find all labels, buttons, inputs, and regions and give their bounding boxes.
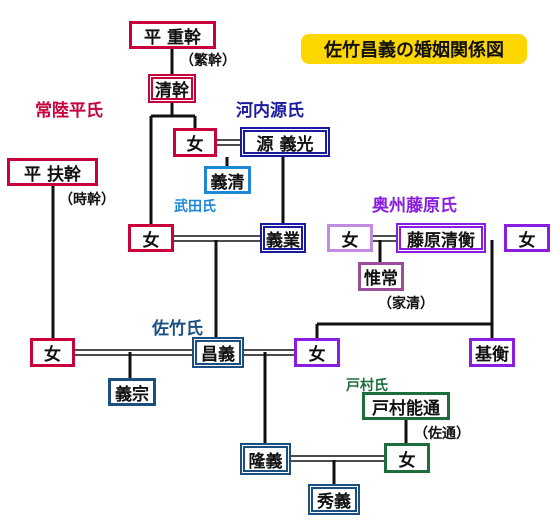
person-yoshimune: 義宗: [108, 378, 156, 406]
clan-label-satake: 佐竹氏: [152, 319, 203, 339]
clan-label-kawachi-genji: 河内源氏: [236, 101, 304, 121]
person-mochimoto-daughter: 女: [30, 338, 75, 367]
person-yoshinari-daughter: 女: [327, 224, 373, 252]
person-motohira: 基衡: [469, 338, 515, 367]
note-shigemoto: （繁幹）: [180, 53, 236, 69]
person-yoshikiyo: 義清: [204, 166, 251, 194]
person-kiyohira-daughter: 女: [504, 224, 550, 252]
clan-label-oshu-fujiwara: 奥州藤原氏: [372, 196, 457, 216]
person-hideyoshi: 秀義: [308, 484, 360, 515]
person-taira-mochimoto: 平 扶幹: [7, 158, 98, 186]
clan-label-takeda: 武田氏: [174, 199, 216, 215]
person-takayoshi: 隆義: [240, 443, 291, 475]
clan-label-tomura: 戸村氏: [346, 378, 388, 394]
note-korenobu: （家清）: [378, 296, 434, 312]
person-fujiwara-kiyohira: 藤原清衡: [396, 223, 486, 253]
person-yoshinari: 義業: [260, 223, 306, 253]
diagram-title: 佐竹昌義の婚姻関係図: [301, 34, 527, 64]
person-kiyomoto: 清幹: [148, 74, 196, 103]
person-tomura-daughter: 女: [384, 443, 430, 473]
marriage-lines: [75, 139, 396, 462]
descent-lines: [51, 49, 494, 484]
person-tomura-yoshimichi: 戸村能通: [362, 392, 450, 420]
person-kiyohira-other-daughter: 女: [294, 338, 340, 367]
person-taira-shigemoto: 平 重幹: [129, 21, 216, 49]
note-yoshimichi: （佐通）: [414, 426, 470, 442]
note-mochimoto: （時幹）: [59, 192, 115, 208]
clan-label-hitachi-taira: 常陸平氏: [35, 101, 103, 121]
person-korenobu: 惟常: [358, 262, 404, 291]
person-kiyomoto-daughter-a: 女: [173, 128, 217, 157]
person-minamoto-yoshimitsu: 源 義光: [240, 127, 330, 157]
person-kiyomoto-daughter-b: 女: [128, 224, 174, 252]
person-masayoshi: 昌義: [192, 337, 244, 368]
